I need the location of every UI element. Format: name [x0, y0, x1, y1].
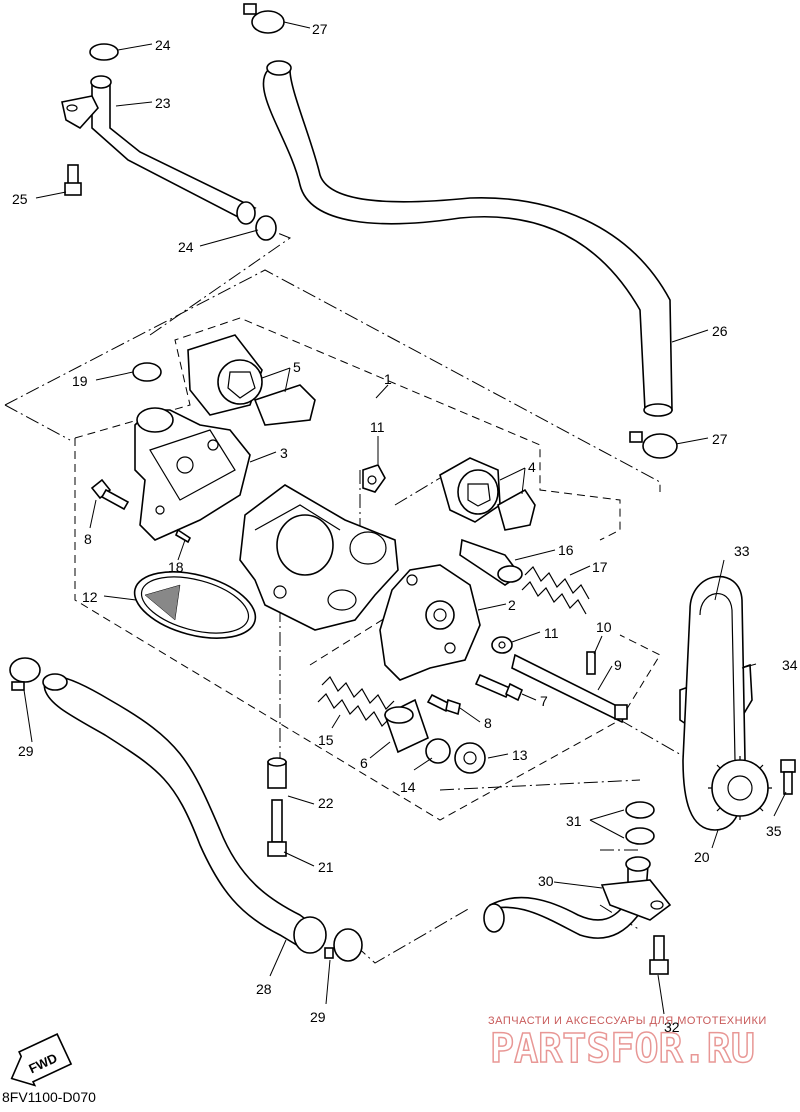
callout-3: 3 [280, 445, 288, 461]
callout-20: 20 [694, 849, 710, 865]
ball-14 [425, 738, 451, 764]
hose-clamp-27-top [243, 3, 285, 34]
watermark-tagline: ЗАПЧАСТИ И АКСЕССУАРЫ ДЛЯ МОТОТЕХНИКИ [488, 1015, 767, 1027]
callout-31: 31 [566, 813, 582, 829]
callout-29: 29 [18, 743, 34, 759]
callout-14: 14 [400, 779, 416, 795]
callout-24-lower: 24 [178, 239, 194, 255]
pump-cover-3 [134, 407, 251, 541]
callout-9: 9 [614, 657, 622, 673]
bolt-8-left [90, 478, 130, 511]
o-ring-lower [255, 215, 277, 241]
callout-2: 2 [508, 597, 516, 613]
oil-pipe-upper [61, 75, 257, 225]
watermark-logo: PARTSFOR.RU [490, 1026, 755, 1072]
o-ring-upper [89, 43, 119, 61]
outer-rotor-5 [187, 334, 263, 416]
sprocket-20 [708, 756, 772, 820]
callout-10: 10 [596, 619, 612, 635]
callout-8: 8 [84, 531, 92, 547]
callout-32: 32 [664, 1019, 680, 1035]
fwd-arrow-icon: FWD [10, 1033, 73, 1087]
callout-24: 24 [155, 37, 171, 53]
oil-pipe-30 [483, 856, 672, 939]
callout-28: 28 [256, 981, 272, 997]
bolt-8-lower [426, 693, 461, 716]
pin-10 [586, 651, 596, 675]
nut-11-top [362, 464, 386, 493]
bolt-32 [649, 935, 669, 975]
callout-33: 33 [734, 543, 750, 559]
callout-30: 30 [538, 873, 554, 889]
callout-labels: 24 23 25 24 27 26 27 19 5 1 3 11 4 8 18 … [12, 21, 798, 1035]
callout-11-lower: 11 [544, 625, 559, 641]
callout-4: 4 [528, 459, 536, 475]
callout-26: 26 [712, 323, 728, 339]
sleeve-6 [384, 698, 429, 754]
callout-22: 22 [318, 795, 334, 811]
hose-clamp-29-left [9, 657, 41, 691]
o-ring-19 [132, 362, 162, 382]
callout-35: 35 [766, 823, 782, 839]
bolt-35 [780, 759, 796, 795]
o-ring-31-lower [625, 827, 655, 845]
callout-27-lower: 27 [712, 431, 728, 447]
bolt-21 [267, 799, 287, 857]
callout-18: 18 [168, 559, 184, 575]
relief-valve-16 [459, 538, 523, 586]
hose-26 [262, 60, 673, 417]
dowel-pin-18 [175, 528, 192, 544]
hose-clamp-29-lower [324, 928, 363, 962]
callout-23: 23 [155, 95, 171, 111]
callout-1: 1 [384, 371, 392, 387]
callout-15: 15 [318, 732, 334, 748]
relief-valve-cover-2 [379, 564, 481, 681]
spring-17 [521, 566, 590, 615]
hose-28 [42, 673, 327, 954]
watermark: ЗАПЧАСТИ И АКСЕССУАРЫ ДЛЯ МОТОТЕХНИКИ PA… [488, 1015, 767, 1073]
leader-lines [23, 21, 787, 1015]
callout-13: 13 [512, 747, 528, 763]
callout-17: 17 [592, 559, 608, 575]
callout-11: 11 [370, 419, 385, 435]
callout-7: 7 [540, 693, 548, 709]
collar-22 [267, 757, 287, 789]
callout-5: 5 [293, 359, 301, 375]
diagram-code: 8FV1100-D070 [2, 1089, 96, 1105]
nut-11-lower [491, 636, 513, 654]
callout-25: 25 [12, 191, 28, 207]
pump-shaft-9 [511, 653, 628, 724]
callout-21: 21 [318, 859, 334, 875]
callout-6: 6 [360, 755, 368, 771]
callout-16: 16 [558, 542, 574, 558]
o-ring-31-upper [625, 801, 655, 819]
bolt-25 [64, 164, 82, 196]
callout-27: 27 [312, 21, 328, 37]
outer-rotor-4 [439, 457, 501, 523]
callout-34: 34 [782, 657, 798, 673]
inner-rotor-4 [497, 488, 536, 531]
bolt-7 [474, 673, 524, 702]
hose-clamp-27-lower [629, 431, 678, 459]
callout-12: 12 [82, 589, 98, 605]
oil-pump-body [239, 484, 399, 631]
callout-29-lower: 29 [310, 1009, 326, 1025]
collar-13 [454, 742, 486, 774]
callout-19: 19 [72, 373, 88, 389]
callout-8-lower: 8 [484, 715, 492, 731]
inner-rotor-5 [253, 384, 316, 426]
oil-strainer-12 [133, 571, 257, 639]
spring-15 [317, 676, 395, 727]
